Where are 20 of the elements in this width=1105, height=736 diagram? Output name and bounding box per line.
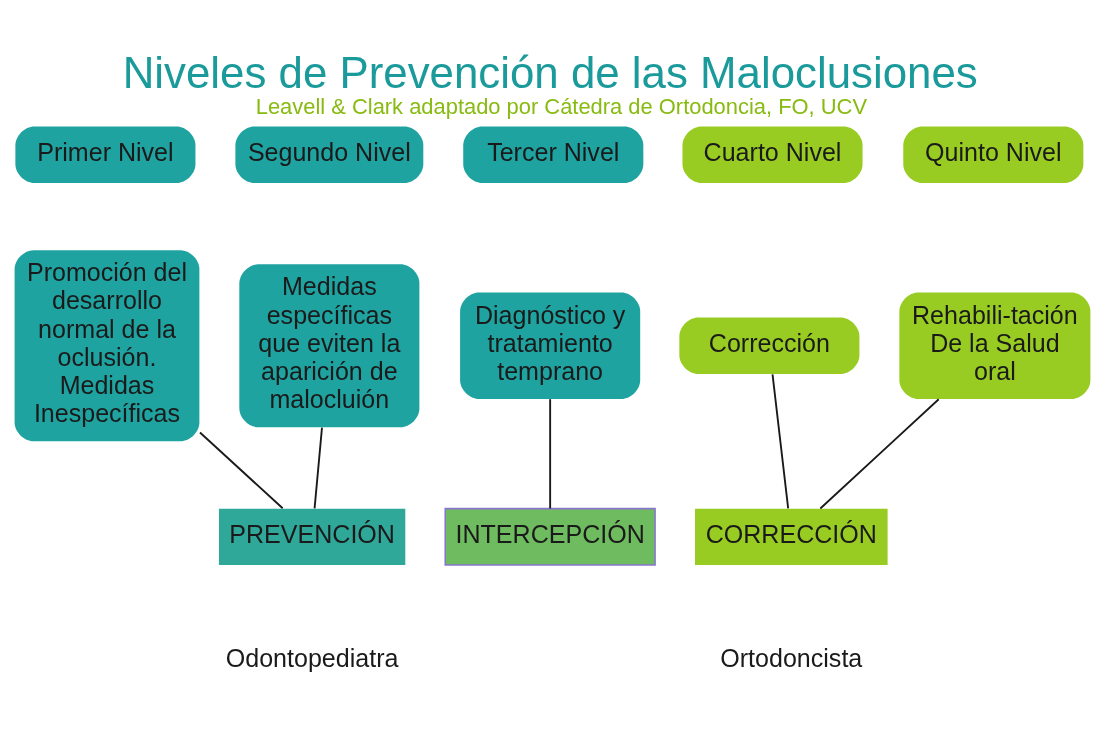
connector — [549, 397, 552, 509]
label: Ortodoncista — [720, 643, 863, 671]
connector — [313, 426, 323, 509]
node-box: Segundo Nivel — [235, 126, 424, 183]
node-box: Cuarto Nivel — [682, 126, 863, 183]
node-box: PREVENCIÓN — [218, 508, 406, 565]
node-box: Diagnóstico y tratamiento temprano — [460, 292, 641, 399]
node-box: INTERCEPCIÓN — [444, 507, 656, 566]
node-box: Quinto Nivel — [903, 126, 1084, 183]
node-box: Rehabili-tación De la Salud oral — [899, 292, 1091, 399]
node-box: Primer Nivel — [15, 126, 196, 183]
connector — [771, 372, 790, 509]
connector — [819, 397, 940, 509]
node-box: Medidas específicas que eviten la aparición de malocluión — [239, 263, 420, 427]
node-box: CORRECCIÓN — [695, 508, 888, 565]
label: Odontopediatra — [225, 643, 399, 671]
node-box: Tercer Nivel — [463, 126, 644, 183]
connector — [199, 431, 284, 509]
node-box: Promoción del desarrollo normal de la oclusión. Medidas Inespecíficas — [14, 249, 200, 441]
node-box: Corrección — [679, 317, 860, 374]
